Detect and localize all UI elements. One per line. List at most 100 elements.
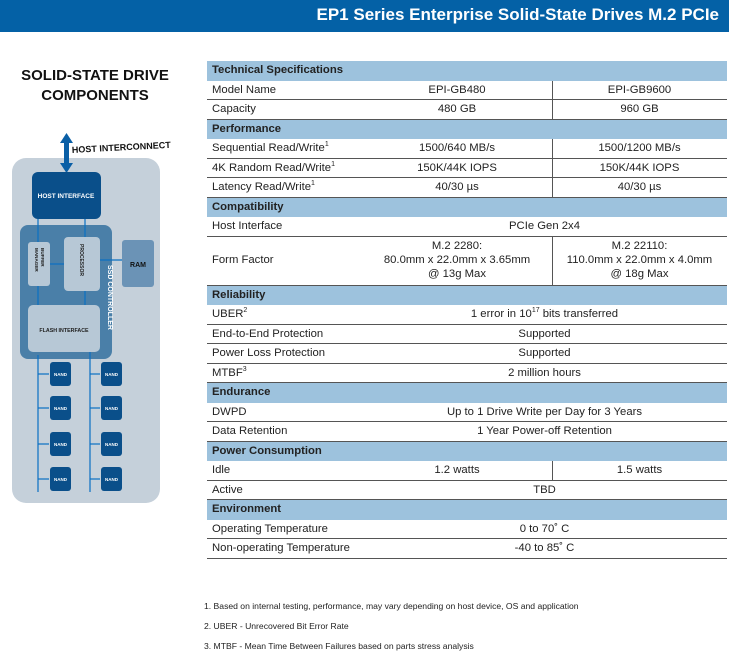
row-label: End-to-End Protection [212, 328, 323, 340]
section-title: Technical Specifications [212, 64, 344, 76]
value-line: M.2 2280: [431, 239, 483, 252]
ssd-controller-label: SSD CONTROLLER [106, 265, 113, 330]
value-cell: 960 GB [620, 103, 659, 115]
value-cell: PCIe Gen 2x4 [509, 220, 580, 232]
row-label: Capacity [212, 103, 256, 115]
value-cell: EPI-GB480 [428, 83, 486, 96]
ram-block [122, 240, 154, 287]
table-row: End-to-End Protection Supported [207, 325, 727, 344]
host-interface-label: HOST INTERFACE [38, 193, 95, 200]
value-cell: 1.5 watts [616, 464, 663, 476]
row-label: Form Factor [212, 254, 274, 266]
nand-label: NAND [54, 442, 68, 447]
buffer-manager-block [28, 242, 50, 286]
row-label-text: Data Retention [212, 425, 288, 437]
host-interconnect-label: HOST INTERCONNECT [72, 140, 172, 155]
table-row: Host Interface PCIe Gen 2x4 [207, 217, 727, 237]
table-row: Form Factor M.2 2280:80.0mm x 22.0mm x 3.… [207, 236, 727, 286]
page-title: EP1 Series Enterprise Solid-State Drives… [316, 5, 720, 24]
section-header: Endurance [207, 383, 727, 403]
nand-label: NAND [54, 406, 68, 411]
row-label: Non-operating Temperature [212, 542, 350, 554]
value-cell: 40/30 µs [435, 181, 479, 193]
nand-chip [50, 362, 71, 386]
column-divider [552, 100, 553, 119]
nand-chip [101, 396, 122, 420]
value-cell: 0 to 70˚ C [519, 522, 570, 535]
row-label: 4K Random Read/Write1 [212, 161, 335, 174]
nand-chip [101, 362, 122, 386]
value-cell: 1500/1200 MB/s [598, 142, 681, 154]
ssd-component-diagram: HOST INTERCONNECT HOST INTERFACE SSD CON… [12, 133, 172, 503]
value-cell: Up to 1 Drive Write per Day for 3 Years [446, 405, 643, 418]
row-label: Power Loss Protection [212, 347, 325, 359]
column-divider [552, 236, 553, 285]
column-divider [552, 80, 553, 99]
table-row: Active TBD [207, 481, 727, 500]
value-text: bits transferred [539, 308, 619, 320]
row-label-text: MTBF [212, 366, 243, 379]
value-text: 1 error in 10 [470, 308, 532, 320]
value-cell: -40 to 85˚ C [514, 542, 575, 554]
footnote-ref: 2 [243, 307, 248, 314]
row-label-text: End-to-End Protection [212, 327, 324, 340]
value-cell: 150K/44K IOPS [599, 161, 680, 174]
table-row: DWPD Up to 1 Drive Write per Day for 3 Ye… [207, 403, 727, 422]
value-cell: 1.2 watts [434, 464, 480, 476]
nand-chip [101, 467, 122, 491]
value-exponent: 17 [531, 307, 540, 314]
column-divider [552, 461, 553, 480]
flash-interface-label: FLASH INTERFACE [39, 328, 89, 334]
table-row: Idle 1.2 watts 1.5 watts [207, 461, 727, 481]
table-row: Non-operating Temperature -40 to 85˚ C [207, 539, 727, 559]
section-title: Reliability [212, 288, 266, 301]
row-label-text: Host Interface [212, 220, 283, 232]
section-title: Compatibility [212, 200, 284, 213]
value-cell: EPI-GB9600 [607, 83, 672, 96]
row-label: Data Retention [212, 425, 287, 437]
value-line: 80.0mm x 22.0mm x 3.65mm [383, 253, 531, 266]
row-label: UBER2 [212, 307, 248, 320]
nand-label: NAND [54, 477, 68, 482]
table-row: Capacity 480 GB 960 GB [207, 100, 727, 120]
section-header: Compatibility [207, 197, 727, 217]
value-line: M.2 22110: [611, 239, 668, 252]
row-label: Model Name [212, 84, 276, 96]
value-cell: M.2 2280:80.0mm x 22.0mm x 3.65mm@ 13g M… [362, 239, 552, 281]
ram-label: RAM [130, 262, 146, 269]
host-interconnect-arrow-icon [60, 133, 73, 173]
value-cell: TBD [533, 483, 556, 496]
footnote-ref: 1 [324, 141, 329, 148]
column-divider [552, 158, 553, 177]
nand-chip [50, 396, 71, 420]
section-header: Reliability [207, 285, 727, 305]
row-label-text: Model Name [212, 83, 277, 96]
nand-label: NAND [105, 442, 119, 447]
value-cell: Supported [518, 327, 571, 340]
buffer-manager-label-2: MANAGER [34, 248, 39, 272]
row-label-text: Capacity [212, 103, 256, 115]
host-interface-block [32, 172, 101, 219]
row-label: Sequential Read/Write1 [212, 141, 329, 154]
row-label-text: Power Loss Protection [212, 347, 326, 359]
row-label-text: DWPD [212, 405, 247, 418]
row-label-text: Idle [212, 464, 231, 476]
section-title: Power Consumption [212, 444, 322, 457]
row-label-text: UBER [212, 308, 244, 320]
row-label-text: Latency Read/Write [212, 181, 312, 193]
table-row: Model Name EPI-GB480 EPI-GB9600 [207, 80, 727, 100]
value-cell: 40/30 µs [617, 181, 662, 193]
nand-chip [101, 432, 122, 456]
section-header: Performance [207, 119, 727, 139]
nand-chip [50, 467, 71, 491]
footnote-1: 1. Based on internal testing, performanc… [204, 601, 579, 611]
value-line: @ 13g Max [428, 267, 486, 280]
table-row: UBER2 1 error in 1017 bits transferred [207, 305, 727, 325]
row-label-text: Sequential Read/Write [212, 142, 325, 154]
row-label-text: Active [212, 483, 243, 496]
value-cell: 480 GB [437, 103, 477, 115]
